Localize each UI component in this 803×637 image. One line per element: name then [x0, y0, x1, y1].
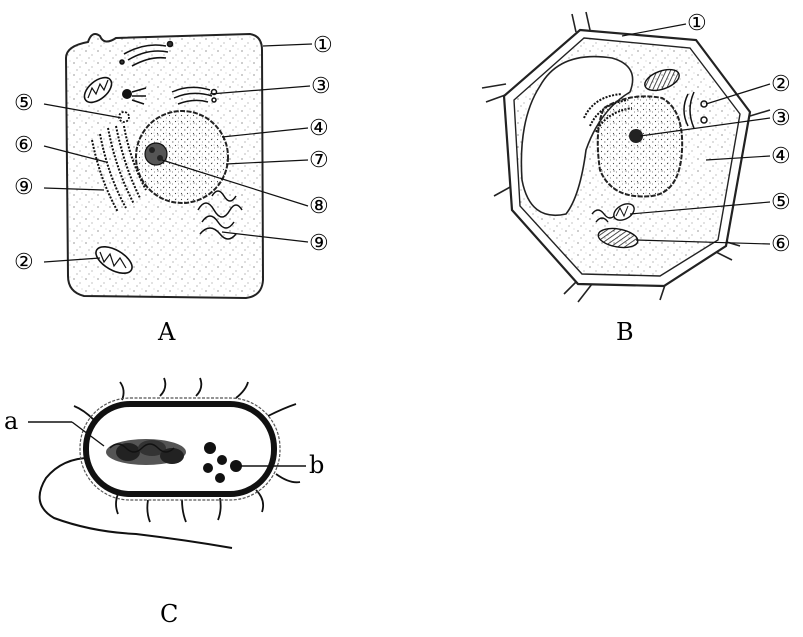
callout-b-4: ④ [771, 144, 791, 169]
bacterium-nucleoid [106, 439, 186, 465]
cell-a-structure-5 [119, 112, 129, 122]
cell-b-nucleus [598, 96, 682, 196]
callout-a-7: ⑦ [309, 148, 329, 173]
callout-b-5: ⑤ [771, 190, 791, 215]
callout-b-2: ② [771, 72, 791, 97]
panel-c-label: C [160, 600, 178, 628]
panel-c-bacterium: a b C [4, 378, 324, 628]
callout-b-6: ⑥ [771, 232, 791, 257]
callout-a-8: ⑧ [309, 194, 329, 219]
cell-a-nucleus [136, 111, 228, 203]
callout-a-1: ① [313, 33, 333, 58]
panel-b-label: B [616, 318, 634, 346]
callout-b-3: ③ [771, 106, 791, 131]
callout-a-6: ⑥ [14, 133, 34, 158]
callout-b-1: ① [687, 11, 707, 36]
callout-a-9-right: ⑨ [309, 231, 329, 256]
panel-b-plant-cell: ① ② ③ ④ ⑤ ⑥ B [482, 11, 791, 346]
callout-a-3: ③ [311, 74, 331, 99]
callout-a-5: ⑤ [14, 91, 34, 116]
panel-a-label: A [157, 318, 176, 346]
callout-a-4: ④ [309, 116, 329, 141]
callout-a-9-left: ⑨ [14, 175, 34, 200]
callout-c-b: b [309, 451, 324, 479]
callout-a-2: ② [14, 250, 34, 275]
callout-c-a: a [4, 407, 18, 435]
panel-a-animal-cell: ① ③ ④ ⑦ ⑧ ⑨ ⑤ ⑥ ⑨ ② A [14, 33, 333, 346]
